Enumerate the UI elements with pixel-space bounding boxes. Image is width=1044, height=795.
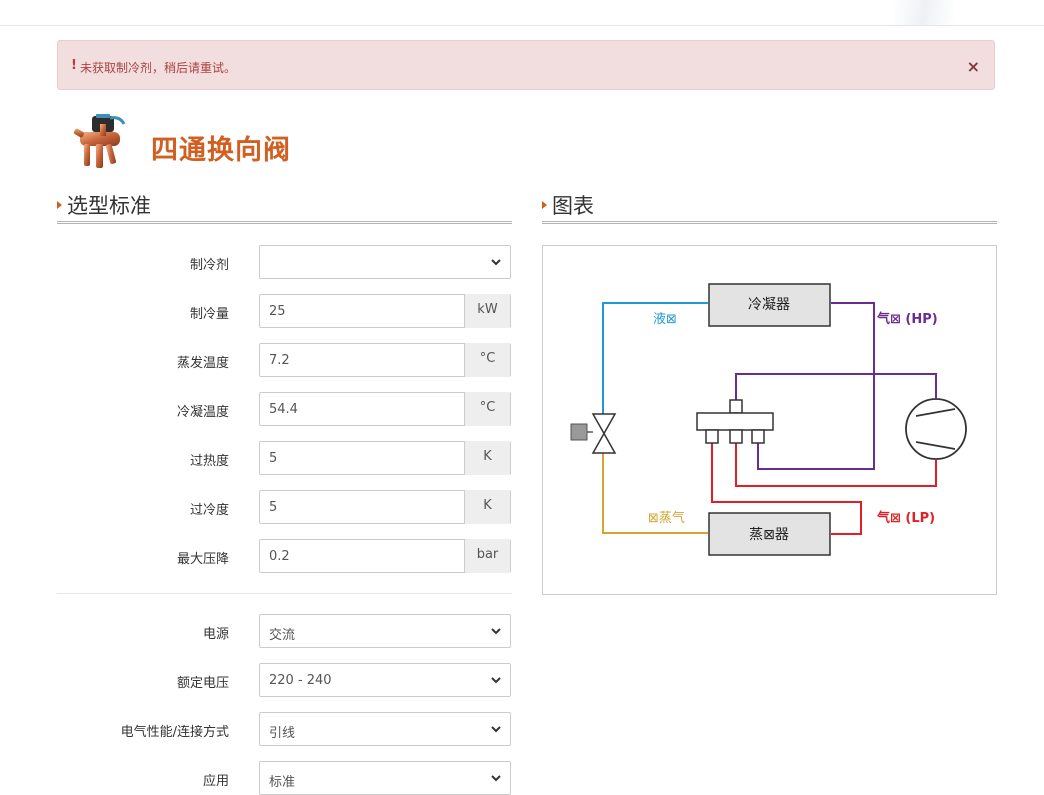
evap-temp-label: 蒸发温度 — [176, 356, 229, 371]
connection-label: 电气性能/连接方式 — [120, 725, 229, 740]
heading-marker-icon — [57, 201, 62, 209]
evap-temp-row: 蒸发温度 7.2 °C — [57, 343, 512, 377]
evap-temp-input[interactable]: 7.2 °C — [259, 343, 511, 377]
connection-select[interactable]: 引线 — [259, 712, 511, 746]
chart-heading: 图表 — [542, 190, 997, 224]
subcool-label: 过冷度 — [189, 503, 229, 518]
close-icon[interactable]: × — [966, 57, 980, 76]
valve-coil-icon — [570, 423, 588, 441]
diagram-panel: 冷凝器 蒸⊠器 液⊠ 气⊠ (HP) 气⊠ (LP) ⊠蒸气 — [542, 245, 997, 595]
heading-marker-icon — [542, 201, 547, 209]
four-way-valve-icon — [73, 114, 126, 168]
refrigerant-label: 制冷剂 — [189, 258, 229, 273]
top-bar-shade — [894, 0, 954, 25]
page-title: 四通换向阀 — [151, 135, 291, 166]
evap-temp-unit: °C — [464, 343, 510, 377]
connection-row: 电气性能/连接方式 引线 — [57, 712, 512, 746]
cond-temp-unit: °C — [464, 392, 510, 426]
connection-value: 引线 — [269, 726, 296, 741]
voltage-select[interactable]: 220 - 240 — [259, 663, 511, 697]
voltage-value: 220 - 240 — [269, 673, 332, 688]
condenser-label: 冷凝器 — [748, 297, 790, 313]
max-drop-unit: bar — [464, 539, 510, 573]
valve-top-port — [729, 399, 743, 414]
form-divider — [57, 593, 512, 594]
four-way-valve-body — [696, 412, 774, 431]
chevron-down-icon — [491, 259, 501, 266]
superheat-input[interactable]: 5 K — [259, 441, 511, 475]
application-value: 标准 — [269, 775, 296, 790]
power-row: 电源 交流 — [57, 614, 512, 648]
voltage-row: 额定电压 220 - 240 — [57, 663, 512, 697]
chevron-down-icon — [491, 775, 501, 782]
evap-temp-value: 7.2 — [269, 353, 290, 368]
valve-port-right — [751, 429, 765, 444]
gas-hp-label: 气⊠ (HP) — [877, 311, 938, 327]
refrigeration-cycle-diagram: 冷凝器 蒸⊠器 液⊠ 气⊠ (HP) 气⊠ (LP) ⊠蒸气 — [570, 283, 967, 556]
gas-lp-label: 气⊠ (LP) — [877, 510, 935, 526]
wet-vapor-label: ⊠蒸气 — [648, 510, 685, 526]
superheat-value: 5 — [269, 451, 278, 466]
superheat-unit: K — [464, 441, 510, 475]
chevron-down-icon — [491, 628, 501, 635]
max-drop-label: 最大压降 — [176, 552, 229, 567]
capacity-label: 制冷量 — [189, 307, 229, 322]
subcool-unit: K — [464, 490, 510, 524]
chevron-down-icon — [491, 677, 501, 684]
error-alert: ! 未获取制冷剂，稍后请重试。 × — [57, 40, 995, 90]
alert-message: 未获取制冷剂，稍后请重试。 — [80, 61, 237, 75]
max-drop-value: 0.2 — [269, 549, 290, 564]
superheat-row: 过热度 5 K — [57, 441, 512, 475]
refrigerant-select[interactable] — [259, 245, 511, 279]
power-select[interactable]: 交流 — [259, 614, 511, 648]
power-value: 交流 — [269, 628, 296, 643]
voltage-label: 额定电压 — [176, 676, 229, 691]
max-drop-input[interactable]: 0.2 bar — [259, 539, 511, 573]
cond-temp-label: 冷凝温度 — [176, 405, 229, 420]
lp-line — [711, 443, 862, 535]
valve-port-middle — [729, 429, 743, 444]
evaporator-box — [708, 512, 831, 556]
refrigerant-row: 制冷剂 — [57, 245, 512, 279]
compressor-icon — [905, 398, 967, 460]
hp-line — [757, 302, 875, 470]
alert-exclamation-icon: ! — [71, 58, 77, 73]
selection-criteria-title: 选型标准 — [67, 194, 151, 218]
application-label: 应用 — [202, 774, 229, 789]
subcool-value: 5 — [269, 500, 278, 515]
lp-suction-line — [735, 443, 937, 487]
compressor-symbol — [915, 408, 956, 450]
liquid-line — [602, 302, 708, 414]
wet-vapor-line — [602, 453, 708, 534]
chart-title: 图表 — [552, 194, 594, 218]
subcool-row: 过冷度 5 K — [57, 490, 512, 524]
liquid-label: 液⊠ — [653, 312, 677, 327]
selection-criteria-heading: 选型标准 — [57, 190, 512, 224]
cond-temp-value: 54.4 — [269, 402, 298, 417]
condenser-box — [708, 283, 831, 327]
subcool-input[interactable]: 5 K — [259, 490, 511, 524]
chevron-down-icon — [491, 726, 501, 733]
hp-discharge-line — [735, 373, 937, 401]
capacity-value: 25 — [269, 304, 286, 319]
superheat-label: 过热度 — [189, 454, 229, 469]
cond-temp-input[interactable]: 54.4 °C — [259, 392, 511, 426]
evaporator-label: 蒸⊠器 — [749, 527, 789, 543]
top-bar — [0, 0, 1044, 26]
cond-temp-row: 冷凝温度 54.4 °C — [57, 392, 512, 426]
capacity-input[interactable]: 25 kW — [259, 294, 511, 328]
valve-port-left — [705, 429, 719, 444]
capacity-unit: kW — [464, 294, 510, 328]
capacity-row: 制冷量 25 kW — [57, 294, 512, 328]
max-drop-row: 最大压降 0.2 bar — [57, 539, 512, 573]
power-label: 电源 — [202, 627, 229, 642]
expansion-valve-icon — [591, 413, 617, 454]
